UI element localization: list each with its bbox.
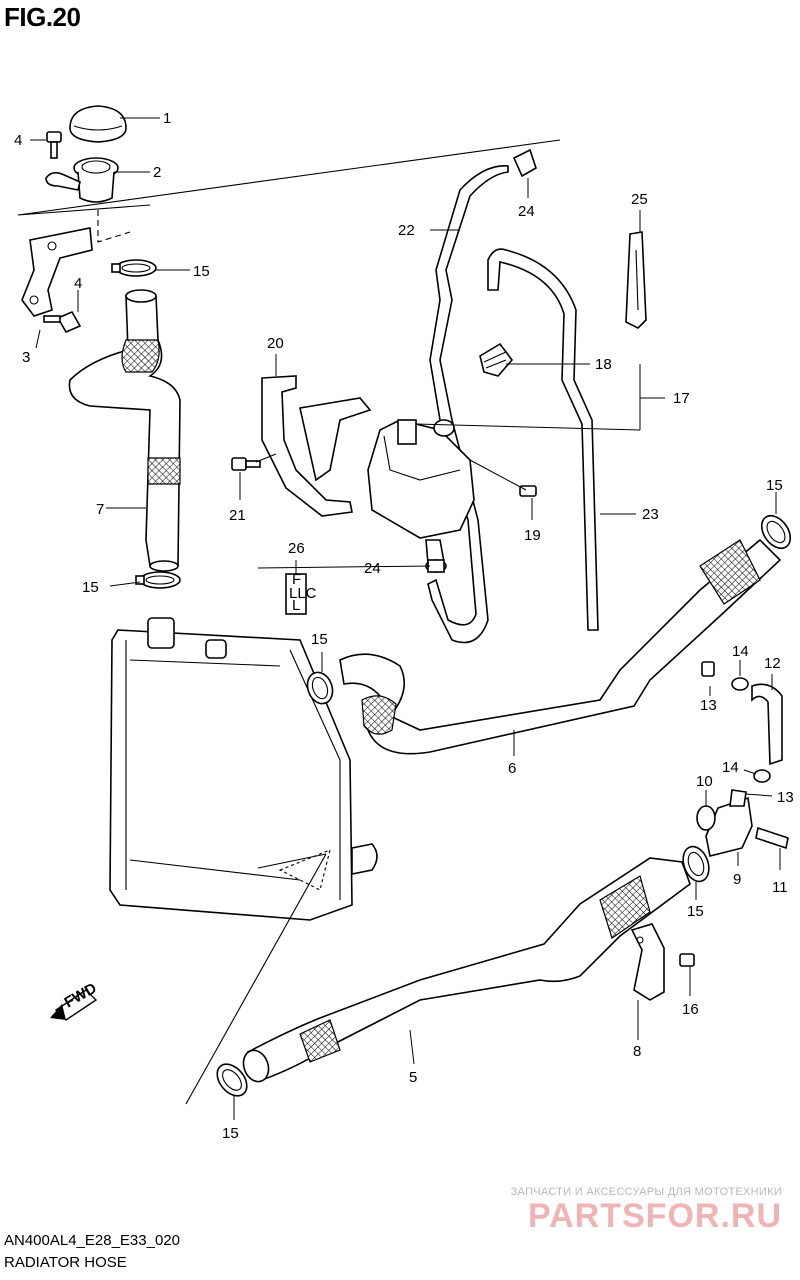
- callout-18: 18: [595, 356, 612, 373]
- hose-23: [487, 248, 599, 631]
- callout-12: 12: [764, 655, 781, 672]
- water-fitting: [705, 789, 753, 857]
- filler-neck: [45, 157, 119, 203]
- hose-7: [68, 289, 181, 572]
- callout-9: 9: [733, 871, 741, 888]
- bolt-4-top: [46, 131, 62, 159]
- callout-24-bottom: 24: [364, 560, 381, 577]
- callout-2: 2: [153, 164, 161, 181]
- radiator-bracket: [21, 227, 93, 317]
- callout-13-bottom: 13: [777, 789, 794, 806]
- callout-5: 5: [409, 1069, 417, 1086]
- figure-label: FIG.20: [4, 2, 81, 32]
- reservoir-tank: [367, 419, 475, 565]
- hose-bracket-8: [630, 923, 665, 1001]
- callout-20: 20: [267, 335, 284, 352]
- callout-15-f: 15: [222, 1125, 239, 1142]
- callout-4-top: 4: [14, 132, 22, 149]
- diagram-code: AN400AL4_E28_E33_020: [4, 1232, 180, 1249]
- hose-clamp-15-d: [760, 514, 792, 550]
- callout-15-e: 15: [687, 903, 704, 920]
- hose-clamp-14-bottom: [753, 769, 771, 783]
- callout-25: 25: [631, 191, 648, 208]
- callout-10: 10: [696, 773, 713, 790]
- reservoir-cap: [479, 342, 514, 377]
- callout-11: 11: [772, 879, 788, 896]
- hose-clamp-15-b: [135, 571, 181, 589]
- o-ring: [696, 805, 716, 831]
- radiator-cap: [69, 105, 127, 143]
- band-25: [625, 231, 647, 329]
- callout-22: 22: [398, 222, 415, 239]
- reservoir-bracket: [261, 375, 372, 517]
- hose-clamp-15-f: [216, 1063, 248, 1097]
- watermark-brand: PARTSFOR.RU: [527, 1197, 782, 1235]
- callout-8: 8: [633, 1043, 641, 1060]
- callout-15-d: 15: [766, 477, 783, 494]
- callout-4-bottom: 4: [74, 275, 82, 292]
- callout-26: 26: [288, 540, 305, 557]
- hose-22: [427, 165, 509, 644]
- callout-23: 23: [642, 506, 659, 523]
- callout-13-top: 13: [700, 697, 717, 714]
- hose-12: [751, 683, 783, 766]
- callout-15-c: 15: [311, 631, 328, 648]
- diagram-name: RADIATOR HOSE: [4, 1254, 127, 1271]
- callout-17: 17: [673, 390, 690, 407]
- callout-14-bottom: 14: [722, 759, 739, 776]
- callout-6: 6: [508, 760, 516, 777]
- bolt-16: [679, 953, 695, 967]
- bolt-11: [755, 826, 789, 850]
- callout-1: 1: [163, 110, 171, 127]
- hose-clamp-15-a: [111, 259, 157, 277]
- bolt-13-top: [701, 661, 715, 677]
- hose-6: [339, 538, 782, 755]
- callout-15-a: 15: [193, 263, 210, 280]
- hose-clamp-14-top: [731, 677, 749, 691]
- fwd-direction-marker: FWD: [50, 980, 100, 1021]
- hose-5: [242, 857, 691, 1083]
- callout-7: 7: [96, 501, 104, 518]
- hose-clip-24-top: [512, 148, 537, 178]
- radiator: [109, 617, 378, 921]
- callout-24-top: 24: [518, 203, 535, 220]
- callout-3: 3: [22, 349, 30, 366]
- callout-15-b: 15: [82, 579, 99, 596]
- coolant-label-llc: LLC: [289, 585, 317, 602]
- callout-16: 16: [682, 1001, 699, 1018]
- callout-19: 19: [524, 527, 541, 544]
- coolant-label-l: L: [292, 597, 300, 614]
- leader-lines: [30, 117, 781, 1120]
- coolant-label-f: F: [292, 571, 301, 588]
- callout-labels: 1 2 4 4 3 15 7 15 20 21 22 24 25 18 17 1…: [14, 110, 794, 1142]
- site-watermark: ЗАПЧАСТИ И АКСЕССУАРЫ ДЛЯ МОТОТЕХНИКИ PA…: [511, 1186, 782, 1234]
- coolant-level-label: F LLC L: [285, 571, 317, 615]
- callout-21: 21: [229, 507, 246, 524]
- bolt-4-bottom: [43, 310, 82, 334]
- bolt-21: [231, 457, 261, 471]
- callout-14-top: 14: [732, 643, 749, 660]
- hose-clamp-15-c: [306, 671, 334, 705]
- watermark-tagline: ЗАПЧАСТИ И АКСЕССУАРЫ ДЛЯ МОТОТЕХНИКИ: [510, 1186, 782, 1198]
- bolt-19: [519, 485, 537, 497]
